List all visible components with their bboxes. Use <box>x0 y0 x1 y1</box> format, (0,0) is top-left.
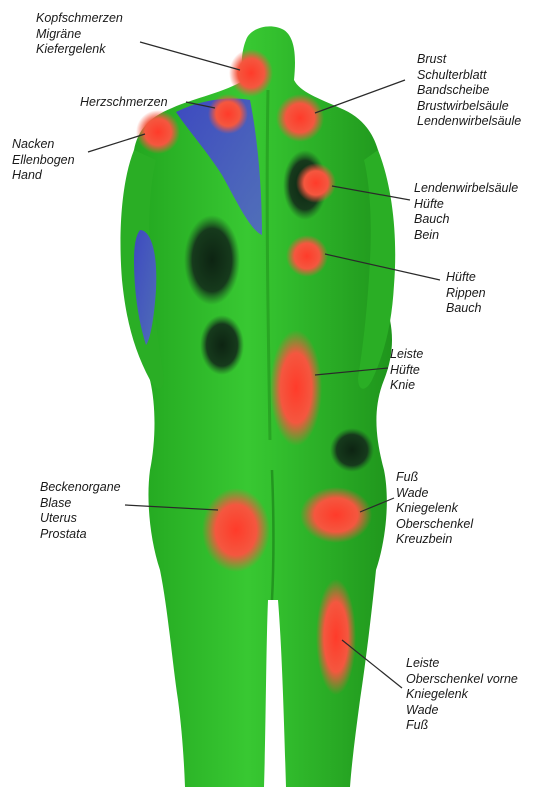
label-lumbar: Lendenwirbelsäule Hüfte Bauch Bein <box>414 181 518 243</box>
label-line: Kniegelenk <box>396 501 473 517</box>
label-line: Fuß <box>406 718 518 734</box>
label-line: Kniegelenk <box>406 687 518 703</box>
trigger-lumbar <box>296 163 336 203</box>
trigger-foot-knee <box>300 487 372 543</box>
label-foot-knee: Fuß Wade Kniegelenk Oberschenkel Kreuzbe… <box>396 470 473 548</box>
label-line: Kiefergelenk <box>36 42 123 58</box>
label-line: Brustwirbelsäule <box>417 99 521 115</box>
label-line: Hüfte <box>414 197 518 213</box>
label-line: Migräne <box>36 27 123 43</box>
trigger-chest <box>276 94 324 142</box>
label-line: Bein <box>414 228 518 244</box>
label-line: Lendenwirbelsäule <box>414 181 518 197</box>
label-line: Beckenorgane <box>40 480 121 496</box>
label-groin: Leiste Hüfte Knie <box>390 347 423 394</box>
label-line: Leiste <box>390 347 423 363</box>
label-line: Knie <box>390 378 423 394</box>
trigger-heart <box>208 94 248 134</box>
label-chest-spine: Brust Schulterblatt Bandscheibe Brustwir… <box>417 52 521 130</box>
label-neck-arm: Nacken Ellenbogen Hand <box>12 137 75 184</box>
label-line: Nacken <box>12 137 75 153</box>
label-line: Bauch <box>446 301 486 317</box>
label-line: Uterus <box>40 511 121 527</box>
label-line: Bauch <box>414 212 518 228</box>
label-line: Fuß <box>396 470 473 486</box>
label-heart: Herzschmerzen <box>80 95 168 111</box>
label-line: Lendenwirbelsäule <box>417 114 521 130</box>
buttock-cleft <box>272 470 274 600</box>
trigger-neck <box>136 110 180 154</box>
label-line: Wade <box>396 486 473 502</box>
label-line: Ellenbogen <box>12 153 75 169</box>
leader-chest <box>315 80 405 113</box>
label-line: Hand <box>12 168 75 184</box>
label-line: Schulterblatt <box>417 68 521 84</box>
trigger-hip-ribs <box>286 235 328 277</box>
label-line: Kreuzbein <box>396 532 473 548</box>
knot-mid-left <box>184 215 240 305</box>
label-line: Wade <box>406 703 518 719</box>
leader-head <box>140 42 240 70</box>
label-line: Hüfte <box>446 270 486 286</box>
label-line: Bandscheibe <box>417 83 521 99</box>
trigger-pelvic <box>202 488 270 572</box>
label-line: Kopfschmerzen <box>36 11 123 27</box>
knot-low-left <box>200 315 244 375</box>
label-line: Blase <box>40 496 121 512</box>
label-thigh: Leiste Oberschenkel vorne Kniegelenk Wad… <box>406 656 518 734</box>
label-line: Hüfte <box>390 363 423 379</box>
label-line: Oberschenkel <box>396 517 473 533</box>
label-line: Prostata <box>40 527 121 543</box>
label-line: Leiste <box>406 656 518 672</box>
trigger-thigh <box>316 579 356 695</box>
label-line: Herzschmerzen <box>80 95 168 111</box>
label-pelvic: Beckenorgane Blase Uterus Prostata <box>40 480 121 542</box>
label-head: Kopfschmerzen Migräne Kiefergelenk <box>36 11 123 58</box>
label-line: Brust <box>417 52 521 68</box>
trigger-head <box>229 49 273 97</box>
trigger-groin <box>270 330 322 446</box>
label-hip-ribs: Hüfte Rippen Bauch <box>446 270 486 317</box>
label-line: Rippen <box>446 286 486 302</box>
label-line: Oberschenkel vorne <box>406 672 518 688</box>
knot-hip-right <box>330 428 374 472</box>
